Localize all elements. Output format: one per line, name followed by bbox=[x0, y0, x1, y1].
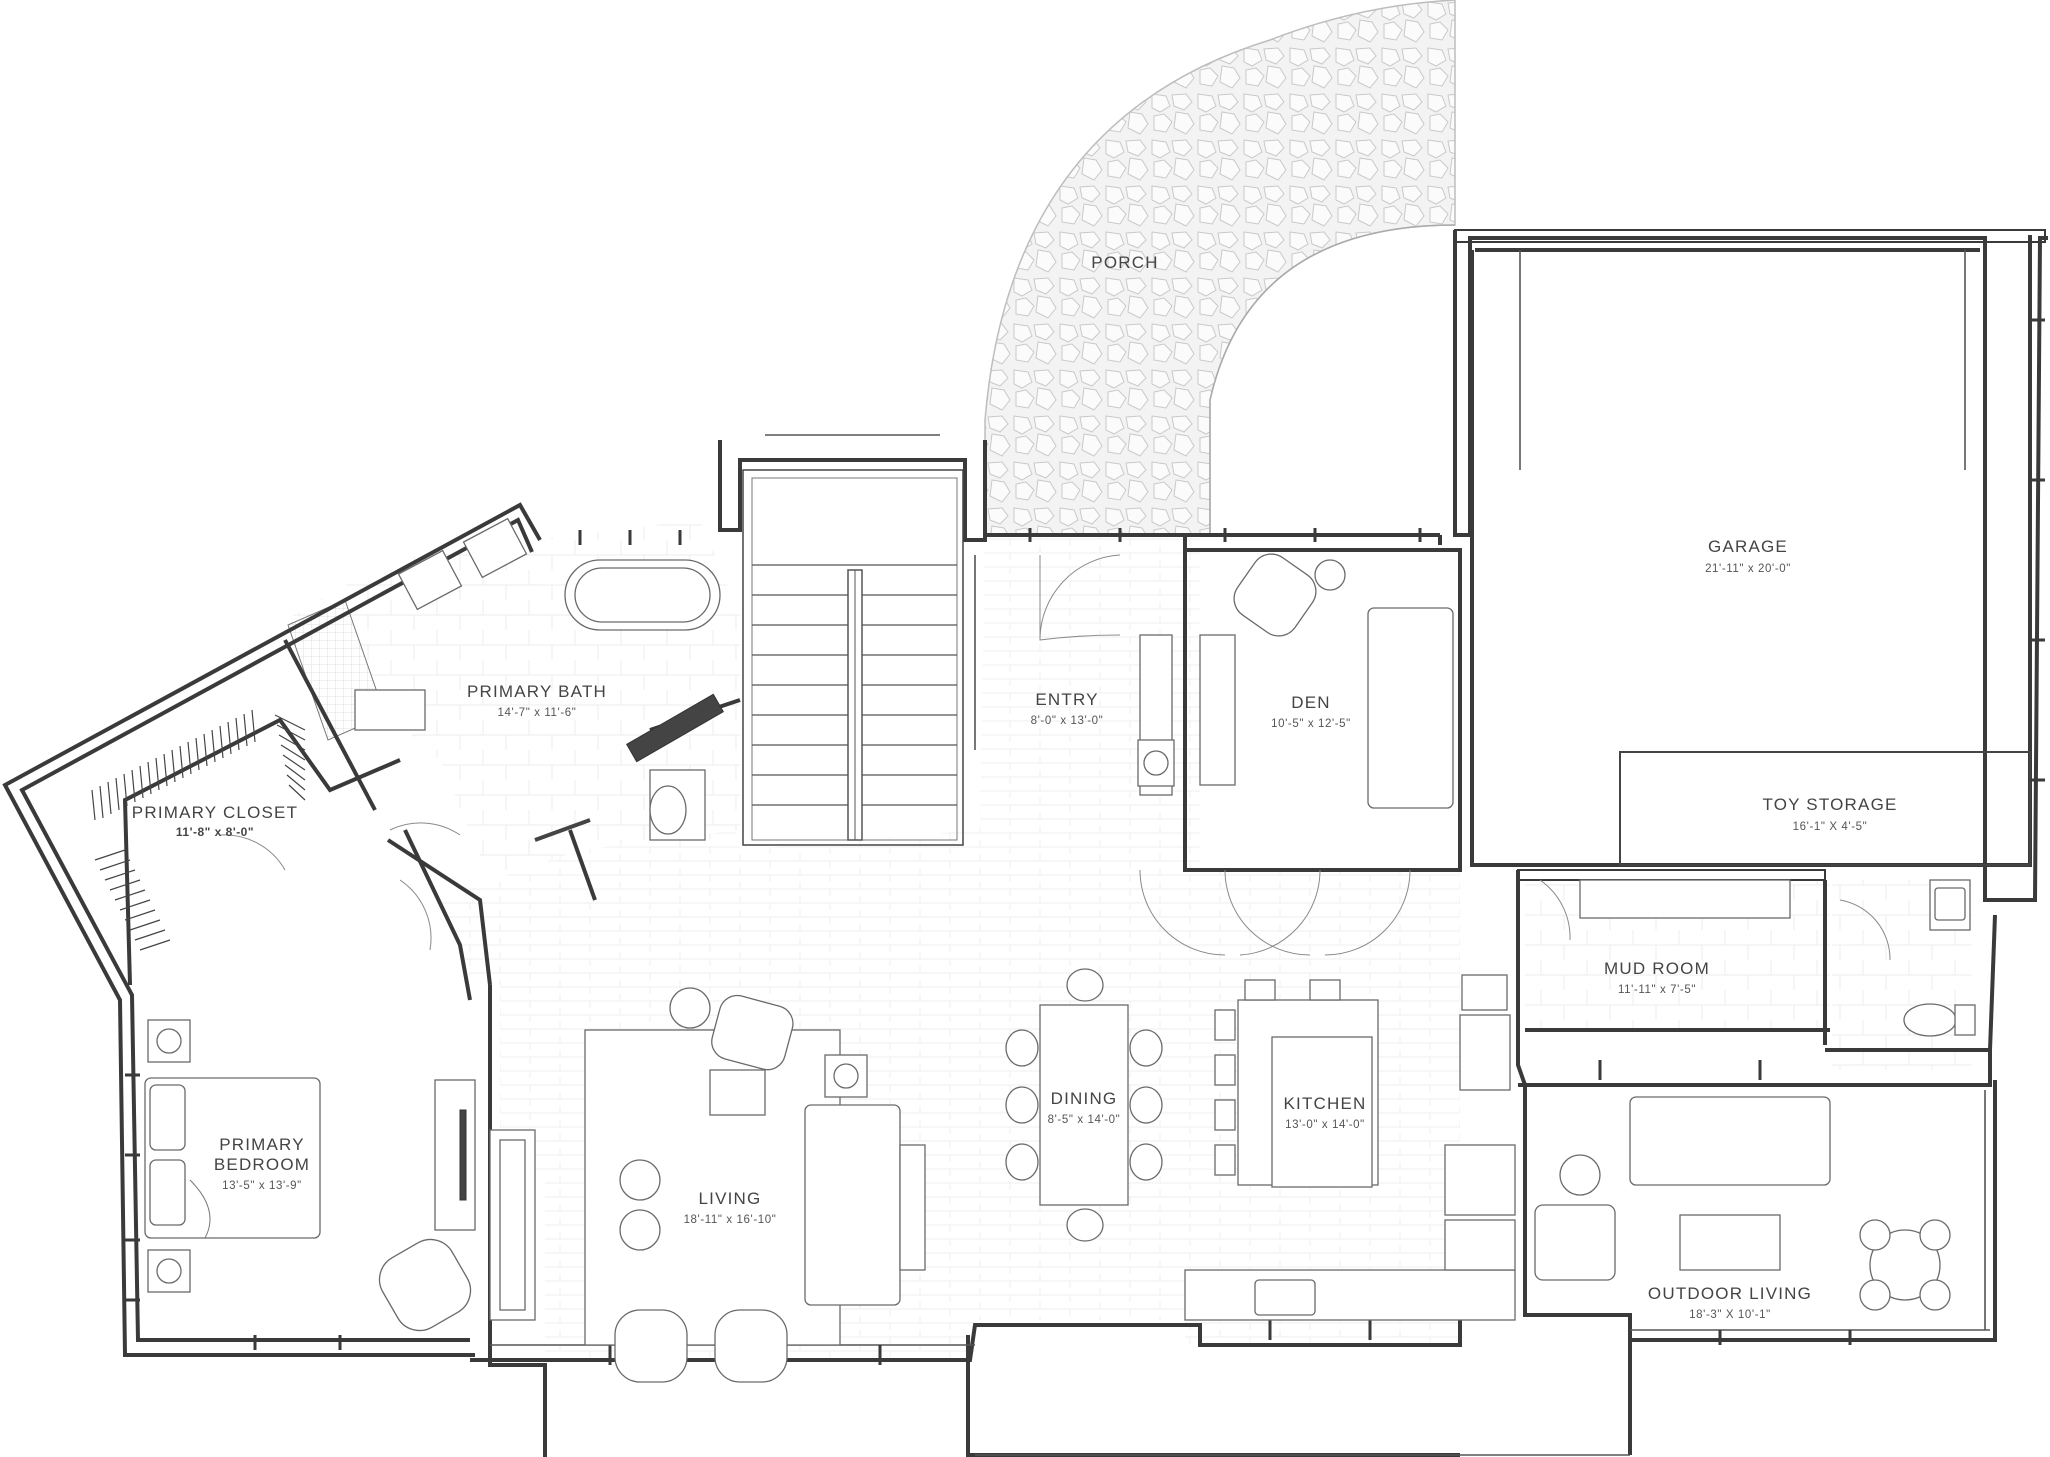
living-furniture bbox=[489, 987, 926, 1383]
porch-area bbox=[984, 0, 1456, 536]
outdoor-living-furniture bbox=[1534, 1096, 1951, 1311]
garage-dimensions: 21'-11" x 20'-0" bbox=[1705, 563, 1791, 575]
primary-closet-label: PRIMARY CLOSET bbox=[132, 803, 298, 822]
porch-label: PORCH bbox=[1091, 253, 1158, 272]
primary-bedroom-label-line1: PRIMARY bbox=[219, 1135, 305, 1154]
kitchen-fixtures bbox=[1184, 974, 1516, 1321]
primary-bath-label: PRIMARY BATH bbox=[467, 682, 607, 701]
room-labels: PORCH GARAGE 21'-11" x 20'-0" TOY STORAG… bbox=[132, 253, 1897, 1321]
door-swings bbox=[219, 554, 1891, 961]
den-dimensions: 10'-5" x 12'-5" bbox=[1271, 718, 1351, 730]
primary-bedroom-furniture bbox=[144, 1019, 476, 1332]
mud-room-label: MUD ROOM bbox=[1604, 959, 1710, 978]
dining-dimensions: 8'-5" x 14'-0" bbox=[1048, 1114, 1121, 1126]
kitchen-dimensions: 13'-0" x 14'-0" bbox=[1285, 1119, 1365, 1131]
primary-closet-dimensions: 11'-8" x 8'-0" bbox=[176, 825, 254, 839]
garage-label: GARAGE bbox=[1708, 537, 1788, 556]
outdoor-living-dimensions: 18'-3" X 10'-1" bbox=[1689, 1309, 1771, 1321]
primary-closet-fixtures bbox=[91, 709, 306, 951]
primary-bath-fixtures bbox=[354, 517, 724, 842]
toy-storage-dimensions: 16'-1" X 4'-5" bbox=[1793, 821, 1868, 833]
entry-furniture bbox=[974, 555, 1175, 796]
entry-label: ENTRY bbox=[1035, 690, 1098, 709]
den-furniture bbox=[1199, 553, 1454, 809]
walls bbox=[2, 229, 2048, 1457]
dining-furniture bbox=[1005, 968, 1163, 1242]
kitchen-label: KITCHEN bbox=[1283, 1094, 1366, 1113]
mudroom-fixtures bbox=[1579, 879, 1976, 1037]
primary-bath-dimensions: 14'-7" x 11'-6" bbox=[498, 707, 577, 719]
staircase bbox=[752, 564, 957, 841]
outdoor-living-label: OUTDOOR LIVING bbox=[1648, 1284, 1812, 1303]
living-dimensions: 18'-11" x 16'-10" bbox=[684, 1214, 777, 1226]
primary-bedroom-dimensions: 13'-5" x 13'-9" bbox=[222, 1180, 302, 1192]
dining-label: DINING bbox=[1051, 1089, 1118, 1108]
mud-room-dimensions: 11'-11" x 7'-5" bbox=[1618, 984, 1696, 996]
den-label: DEN bbox=[1291, 693, 1331, 712]
primary-bedroom-label-line2: BEDROOM bbox=[214, 1155, 310, 1174]
living-label: LIVING bbox=[699, 1189, 762, 1208]
entry-dimensions: 8'-0" x 13'-0" bbox=[1031, 715, 1104, 727]
toy-storage-label: TOY STORAGE bbox=[1762, 795, 1897, 814]
